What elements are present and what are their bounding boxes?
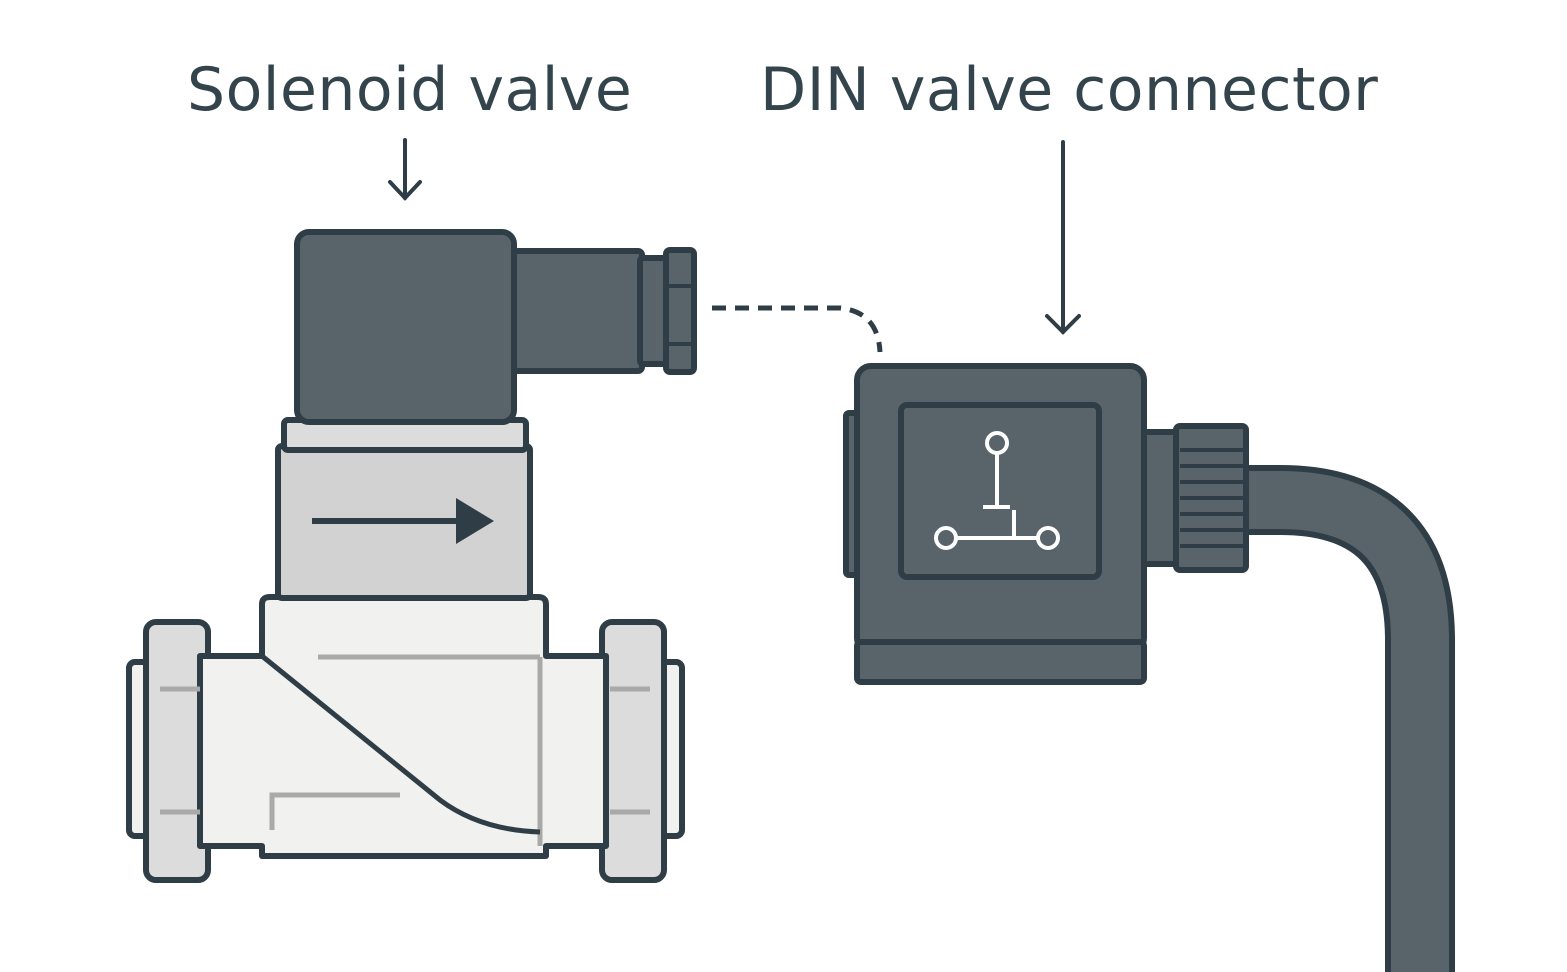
connection-dashed-line: [712, 305, 883, 353]
flow-direction-arrow-icon: [312, 498, 494, 544]
din-connector-icon: [843, 363, 1455, 972]
solenoid-pointer-arrow: [388, 138, 422, 201]
solenoid-valve-icon: [126, 229, 697, 883]
wiring-symbol-icon: [934, 431, 1060, 550]
din-pointer-arrow: [1045, 140, 1081, 335]
valve-detail-lines: [160, 284, 694, 846]
solenoid-valve-label: Solenoid valve: [187, 55, 633, 125]
cable-gland-ribs: [1180, 448, 1244, 548]
din-connector-label: DIN valve connector: [760, 55, 1379, 125]
